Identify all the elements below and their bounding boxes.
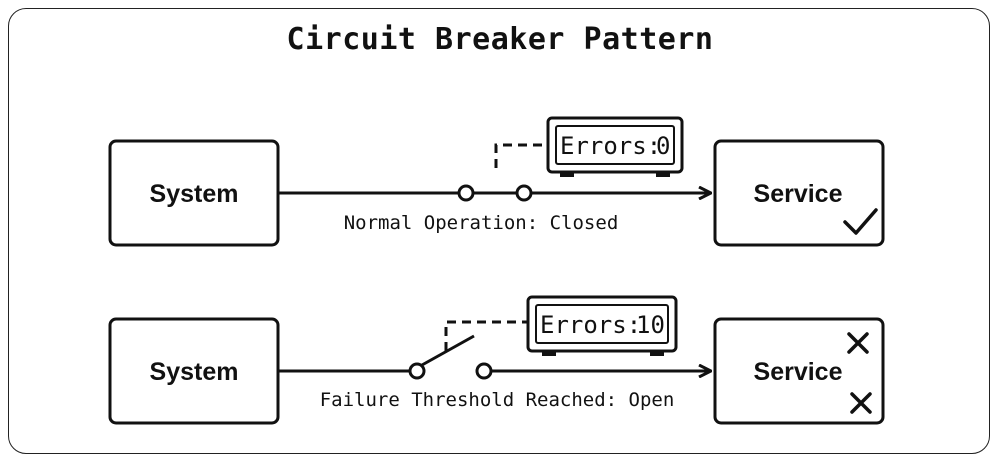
row-open: System Errors: 10 Failure Threshold Reac… bbox=[108, 295, 885, 425]
error-counter-label: Errors: bbox=[560, 132, 661, 160]
service-label: Service bbox=[754, 180, 843, 208]
error-counter-display: Errors: 0 bbox=[546, 116, 684, 177]
system-label: System bbox=[150, 358, 239, 386]
system-label: System bbox=[150, 180, 239, 208]
error-counter-value: 10 bbox=[636, 311, 665, 339]
service-box bbox=[713, 317, 885, 425]
error-counter-value: 0 bbox=[656, 132, 670, 160]
checkmark-icon bbox=[843, 208, 878, 235]
state-caption: Failure Threshold Reached: Open bbox=[320, 389, 675, 411]
state-caption: Normal Operation: Closed bbox=[344, 212, 619, 234]
switch-terminal-left bbox=[457, 184, 475, 202]
error-counter-label: Errors: bbox=[540, 311, 641, 339]
sensor-link-dashed bbox=[494, 143, 553, 168]
switch-terminal-left bbox=[408, 362, 426, 380]
row-closed: System Errors: 0 Normal Operation: Close… bbox=[108, 116, 885, 247]
switch-open-blade bbox=[421, 334, 475, 367]
switch-terminal-right bbox=[515, 184, 533, 202]
diagram-title: Circuit Breaker Pattern bbox=[286, 22, 714, 57]
error-counter-display: Errors: 10 bbox=[526, 295, 678, 356]
x-mark-icon bbox=[847, 332, 869, 354]
service-label: Service bbox=[754, 358, 843, 386]
service-box bbox=[713, 139, 885, 247]
x-mark-icon bbox=[850, 392, 872, 414]
switch-terminal-right bbox=[475, 362, 493, 380]
sensor-link-dashed bbox=[444, 320, 532, 351]
